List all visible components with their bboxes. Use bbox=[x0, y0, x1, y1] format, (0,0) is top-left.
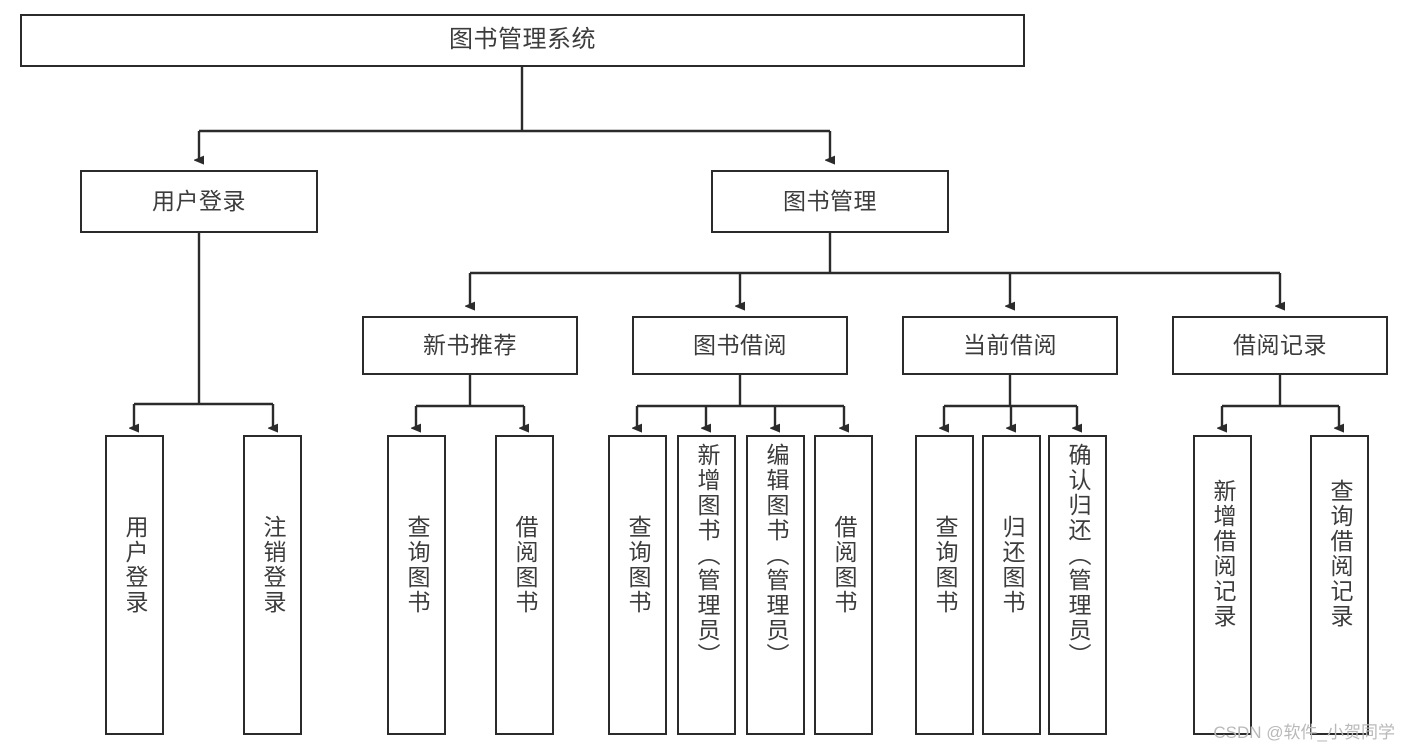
node-label: 图书管理系统 bbox=[449, 26, 596, 54]
node-label: 图书管理 bbox=[783, 187, 877, 214]
node-label: 归还图书 bbox=[999, 515, 1025, 615]
node-new-book-recommend[interactable]: 新书推荐 bbox=[362, 316, 578, 375]
watermark-text: CSDN @软件_小贺同学 bbox=[1213, 723, 1395, 742]
node-label: 注销登录 bbox=[260, 515, 286, 615]
node-book-borrow[interactable]: 图书借阅 bbox=[632, 316, 848, 375]
node-label: 借阅图书 bbox=[831, 515, 857, 615]
node-leaf-add-record[interactable]: 新增借阅记录 bbox=[1193, 435, 1252, 735]
node-label: 借阅记录 bbox=[1233, 331, 1327, 358]
node-label: 图书借阅 bbox=[693, 331, 787, 358]
node-label: 借阅图书 bbox=[512, 515, 538, 615]
node-leaf-confirm-return[interactable]: 确认归还（管理员） bbox=[1048, 435, 1107, 735]
node-user-login[interactable]: 用户登录 bbox=[80, 170, 318, 233]
node-label: 用户登录 bbox=[152, 187, 246, 214]
node-label: 新增图书（管理员） bbox=[694, 443, 720, 668]
node-leaf-borrow-book-1[interactable]: 借阅图书 bbox=[495, 435, 554, 735]
node-label: 确认归还（管理员） bbox=[1065, 443, 1091, 668]
node-current-borrow[interactable]: 当前借阅 bbox=[902, 316, 1118, 375]
node-label: 查询图书 bbox=[932, 515, 958, 615]
node-leaf-logout[interactable]: 注销登录 bbox=[243, 435, 302, 735]
node-leaf-borrow-book-2[interactable]: 借阅图书 bbox=[814, 435, 873, 735]
node-leaf-query-book-3[interactable]: 查询图书 bbox=[915, 435, 974, 735]
node-label: 查询借阅记录 bbox=[1327, 479, 1353, 629]
node-label: 用户登录 bbox=[122, 515, 148, 615]
node-label: 新增借阅记录 bbox=[1210, 479, 1236, 629]
node-label: 新书推荐 bbox=[423, 331, 517, 358]
node-leaf-query-book-1[interactable]: 查询图书 bbox=[387, 435, 446, 735]
node-borrow-record[interactable]: 借阅记录 bbox=[1172, 316, 1388, 375]
node-label: 查询图书 bbox=[625, 515, 651, 615]
node-leaf-query-record[interactable]: 查询借阅记录 bbox=[1310, 435, 1369, 735]
node-leaf-user-login[interactable]: 用户登录 bbox=[105, 435, 164, 735]
node-label: 编辑图书（管理员） bbox=[763, 443, 789, 668]
node-leaf-return-book[interactable]: 归还图书 bbox=[982, 435, 1041, 735]
node-leaf-edit-book[interactable]: 编辑图书（管理员） bbox=[746, 435, 805, 735]
node-label: 查询图书 bbox=[404, 515, 430, 615]
node-book-manage[interactable]: 图书管理 bbox=[711, 170, 949, 233]
node-root-system[interactable]: 图书管理系统 bbox=[20, 14, 1025, 67]
node-leaf-add-book[interactable]: 新增图书（管理员） bbox=[677, 435, 736, 735]
node-label: 当前借阅 bbox=[963, 331, 1057, 358]
node-leaf-query-book-2[interactable]: 查询图书 bbox=[608, 435, 667, 735]
